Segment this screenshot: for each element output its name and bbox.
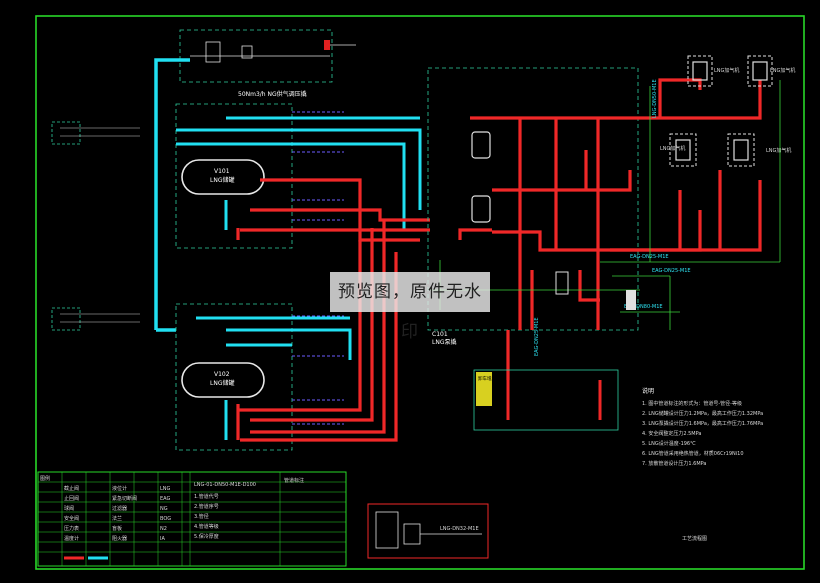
legend-title: 图例 [40, 475, 50, 482]
detail-box [367, 503, 489, 559]
tank-v102-icon [181, 362, 265, 398]
tank2-name: LNG储罐 [210, 379, 234, 387]
pipe-spec-item-2: 2.管道序号 [194, 503, 219, 510]
detail-label: LNG-DN32-M1E [440, 526, 479, 532]
legend-code-3: NG [160, 506, 168, 512]
pipe-label-5: EAG-DN25-M1E [534, 317, 540, 356]
legend-sym-6: 温度计 [64, 535, 79, 542]
pipe-spec-item-3: 3.管径 [194, 513, 209, 520]
note-2: 2. LNG储罐设计压力1.2MPa，最高工作压力1.32MPa [642, 410, 763, 417]
legend-sym-4: 安全阀 [64, 515, 79, 522]
tank2-id: V102 [214, 371, 230, 378]
title-block: 工艺流程图 [682, 535, 707, 542]
dispenser-label-2: LNG加气机 [714, 67, 739, 74]
legend-sym-1: 截止阀 [64, 485, 79, 492]
legend-sym-3: 球阀 [64, 505, 74, 512]
skid-id: C101 [432, 331, 448, 338]
pipe-spec-item-5: 5.保冷厚度 [194, 533, 219, 540]
regulator-icon [241, 45, 253, 59]
drawing-border [35, 15, 805, 570]
legend-sym-10: 法兰 [112, 515, 122, 522]
unloading-tag [476, 372, 492, 406]
heater-icon [205, 41, 221, 63]
dispenser-label-1: LNG加气机 [770, 67, 795, 74]
legend-sym-2: 止回阀 [64, 495, 79, 502]
pipe-spec-title: 管道标注 [284, 477, 304, 484]
tank1-id: V101 [214, 168, 230, 175]
pipe-label-2: EAG-DN25-M1E [630, 254, 669, 260]
legend-table [37, 471, 347, 567]
ng-skid-box [179, 29, 333, 83]
cylinder-1-icon [555, 271, 569, 295]
legend-sym-5: 压力表 [64, 525, 79, 532]
pump-1-icon [471, 131, 491, 159]
legend-code-1: LNG [160, 486, 171, 492]
legend-sym-7: 液位计 [112, 485, 127, 492]
dispensers [669, 55, 773, 167]
tank2-area [175, 303, 293, 451]
pipe-spec-item-1: 1.管道代号 [194, 493, 219, 500]
note-4: 4. 安全阀整定压力2.5MPa [642, 430, 701, 437]
note-7: 7. 放散管道设计压力1.6MPa [642, 460, 706, 467]
pipe-label-4: EAG-DN80-M1E [624, 304, 663, 310]
note-3: 3. LNG泵撬设计压力1.6MPa，最高工作压力1.76MPa [642, 420, 763, 427]
legend-sym-11: 盲板 [112, 525, 122, 532]
cyan-header-left [154, 58, 190, 330]
tank1-area [175, 103, 293, 249]
note-5: 5. LNG设计温度-196℃ [642, 440, 696, 447]
watermark-overlay: 预览图，原件无水印 [330, 272, 490, 342]
note-6: 6. LNG管道采用绝热管道，材质06Cr19Ni10 [642, 450, 744, 457]
pipe-label-3: EAG-DN25-M1E [652, 268, 691, 274]
legend-code-4: BOG [160, 516, 171, 522]
legend-code-2: EAG [160, 496, 170, 502]
cylinder-2-icon [626, 290, 636, 310]
ng-outlet-valve-icon [324, 40, 330, 50]
ng-skid-label: 50Nm3/h NG供气调压撬 [238, 90, 307, 98]
pipe-spec-example: LNG-01-DN50-M1E-D100 [194, 482, 256, 488]
left-instrument-box-2 [51, 307, 81, 331]
legend-sym-12: 阻火器 [112, 535, 127, 542]
legend-code-5: N2 [160, 526, 167, 532]
notes-title: 说明 [642, 387, 654, 395]
pump-2-icon [471, 195, 491, 223]
unloading-label: 卸车增压 [478, 375, 496, 382]
unloading-box [473, 369, 619, 431]
legend-code-6: IA [160, 536, 165, 542]
skid-name: LNG泵撬 [432, 338, 456, 346]
left-instrument-box-1 [51, 121, 81, 145]
legend-sym-8: 紧急切断阀 [112, 495, 137, 502]
pipe-label-1: LNG-DN50-M1E [652, 79, 658, 118]
dispenser-label-4: LNG加气机 [766, 147, 791, 154]
note-1: 1. 图中管道标注的形式为：管道号-管径-等级 [642, 400, 742, 407]
dispenser-label-3: LNG加气机 [660, 145, 685, 152]
pipe-spec-item-4: 4.管道等级 [194, 523, 219, 530]
tank1-name: LNG储罐 [210, 176, 234, 184]
legend-sym-9: 过滤器 [112, 505, 127, 512]
tank-v101-icon [181, 159, 265, 195]
